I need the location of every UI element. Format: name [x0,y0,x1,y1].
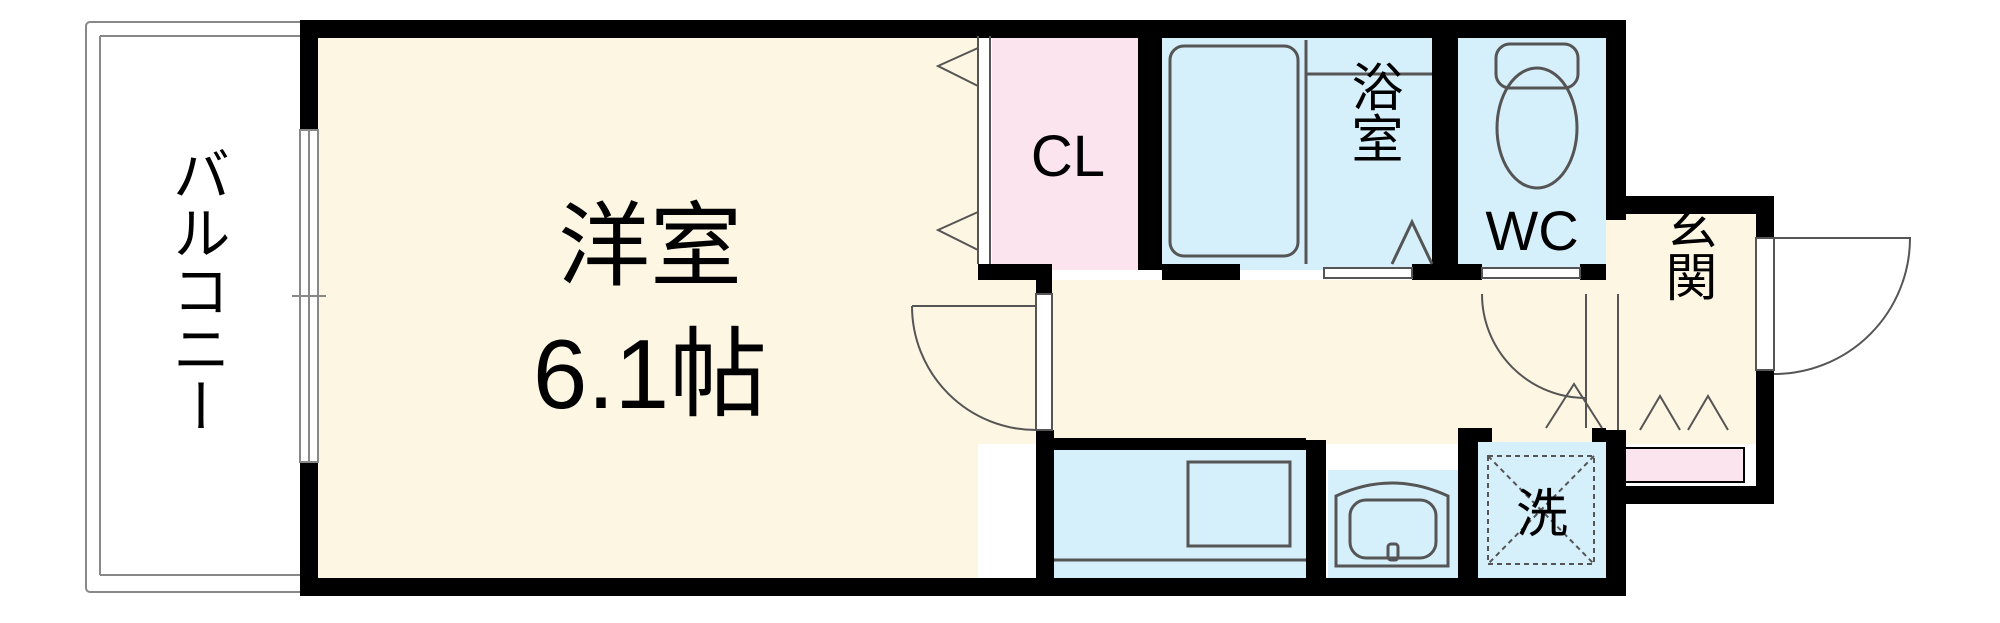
washbasin-icon [1334,481,1450,568]
bathtub-icon [1168,40,1434,265]
washer-label: 洗 [1516,486,1568,544]
kitchen-counter [1054,450,1306,578]
entrance-label: 玄関 [1657,198,1715,302]
walls [300,20,1774,596]
room-door [911,293,1053,431]
hall-door-swing [1481,293,1603,429]
washbasin-area [1328,470,1458,578]
hallway [978,280,1606,444]
svg-text:バルコニー: バルコニー [164,145,229,435]
closet-label: CL [1031,124,1105,189]
toilet-label: WC [1485,199,1578,262]
washer-pan-icon [1487,455,1595,565]
entrance-area [1606,210,1764,444]
western-room [318,38,978,578]
kitchen-sink-icon [1054,460,1306,562]
shoe-box [1619,447,1745,483]
bathroom-label: 浴室 [1343,60,1401,164]
balcony-window [292,129,326,463]
closet [992,38,1138,270]
toilet-icon [1494,42,1580,190]
western-room-size: 6.1帖 [533,319,767,429]
entrance-door [1617,237,1912,431]
balcony-label: バルコニー [164,145,229,435]
toilet-room [1458,38,1606,270]
western-room-name: 洋室 [558,196,742,298]
closet-doors [935,36,991,264]
